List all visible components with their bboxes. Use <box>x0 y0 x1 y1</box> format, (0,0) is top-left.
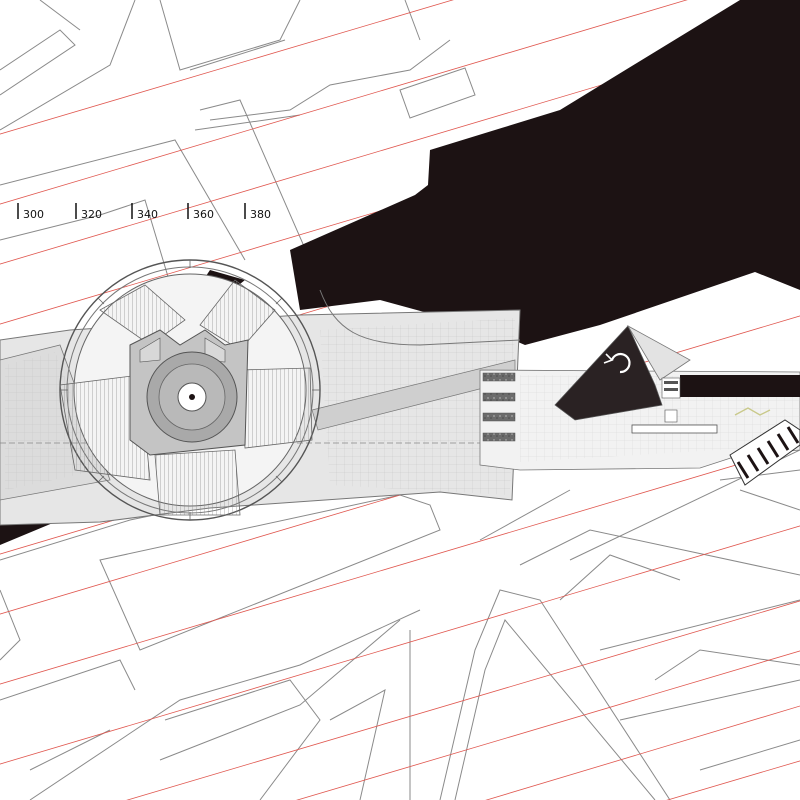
scale-label-340: 340 <box>137 208 158 221</box>
bench <box>631 424 718 434</box>
scale-mark-380: 380 <box>244 203 271 221</box>
bench-2 <box>664 409 678 423</box>
stone-pads <box>482 372 516 442</box>
scale-mark-300: 300 <box>17 203 44 221</box>
plant-symbol <box>734 407 771 416</box>
scale-bar: 300 320 340 360 380 <box>17 203 271 221</box>
scale-label-300: 300 <box>23 208 44 221</box>
dock-slots <box>664 381 678 391</box>
ring-icon <box>603 352 631 374</box>
curved-edge <box>319 289 521 346</box>
scale-label-380: 380 <box>250 208 271 221</box>
platform-grid <box>320 318 515 495</box>
dark-building-mass <box>290 0 800 345</box>
stair-bridge <box>729 419 800 486</box>
scale-mark-340: 340 <box>131 203 158 221</box>
rotunda <box>59 259 321 521</box>
scale-label-360: 360 <box>193 208 214 221</box>
scale-mark-360: 360 <box>187 203 214 221</box>
scale-mark-320: 320 <box>75 203 102 221</box>
pavilion-roof <box>554 325 663 421</box>
dark-bar <box>680 375 800 397</box>
pavilion-canopy <box>626 324 691 381</box>
scale-label-320: 320 <box>81 208 102 221</box>
